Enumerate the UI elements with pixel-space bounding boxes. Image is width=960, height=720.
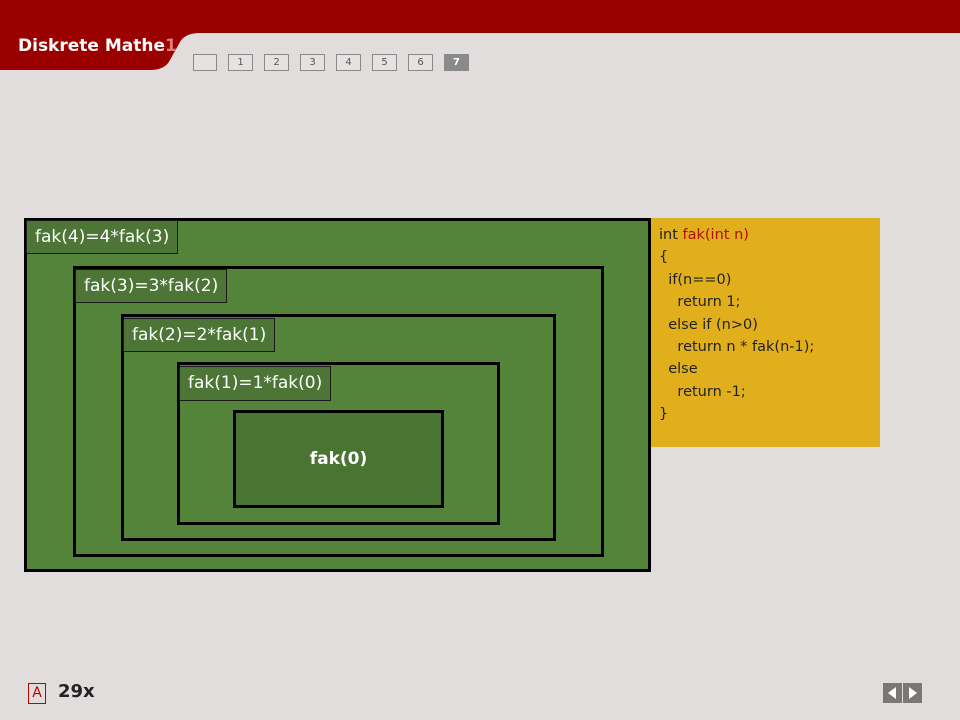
next-slide-button[interactable] xyxy=(903,683,922,703)
app-title-text: Diskrete Mathe xyxy=(18,36,165,56)
page-button-blank[interactable] xyxy=(193,54,217,71)
code-text: return n * fak(n-1); xyxy=(659,338,815,355)
page-button-4[interactable]: 4 xyxy=(336,54,361,71)
page-button-3[interactable]: 3 xyxy=(300,54,325,71)
code-text: if(n==0) xyxy=(659,271,732,288)
code-text: return 1; xyxy=(659,294,741,311)
code-text: { xyxy=(659,249,669,266)
code-line: return 1; xyxy=(659,291,880,313)
code-line: return n * fak(n-1); xyxy=(659,336,880,358)
code-line: { xyxy=(659,246,880,268)
header-bar xyxy=(0,0,960,70)
app-title: Diskrete Mathe1 xyxy=(18,36,177,56)
code-line: int fak(int n) xyxy=(659,224,880,246)
recursion-label-level-2: fak(2)=2*fak(1) xyxy=(123,318,276,352)
code-line: if(n==0) xyxy=(659,269,880,291)
code-text: } xyxy=(659,406,669,423)
code-text: else if (n>0) xyxy=(659,316,758,333)
code-line: } xyxy=(659,403,880,425)
arrow-left-icon xyxy=(888,687,896,699)
recursion-label-level-3: fak(3)=3*fak(2) xyxy=(75,269,228,303)
arrow-right-icon xyxy=(909,687,917,699)
code-function-signature: fak(int n) xyxy=(682,227,749,243)
page-button-5[interactable]: 5 xyxy=(372,54,397,71)
code-line: return -1; xyxy=(659,381,880,403)
page-button-2[interactable]: 2 xyxy=(264,54,289,71)
previous-slide-button[interactable] xyxy=(883,683,902,703)
code-text: else xyxy=(659,361,698,378)
app-title-number: 1 xyxy=(165,36,177,56)
code-line: else if (n>0) xyxy=(659,314,880,336)
code-text: return -1; xyxy=(659,383,746,400)
slide-pager: 1 2 3 4 5 6 7 xyxy=(193,54,469,71)
code-text: int xyxy=(659,227,683,243)
footer-count: 29x xyxy=(58,681,95,702)
recursion-label-level-1: fak(1)=1*fak(0) xyxy=(179,366,332,401)
header-swoosh xyxy=(0,0,960,70)
page-button-1[interactable]: 1 xyxy=(228,54,253,71)
code-panel: int fak(int n) { if(n==0) return 1; else… xyxy=(651,218,880,447)
footer-marker: A xyxy=(28,683,46,704)
page-button-6[interactable]: 6 xyxy=(408,54,433,71)
code-line: else xyxy=(659,358,880,380)
recursion-label-level-4: fak(4)=4*fak(3) xyxy=(26,220,179,254)
recursion-box-base: fak(0) xyxy=(233,410,444,508)
page-button-7[interactable]: 7 xyxy=(444,54,469,71)
recursion-base-label: fak(0) xyxy=(309,449,368,469)
